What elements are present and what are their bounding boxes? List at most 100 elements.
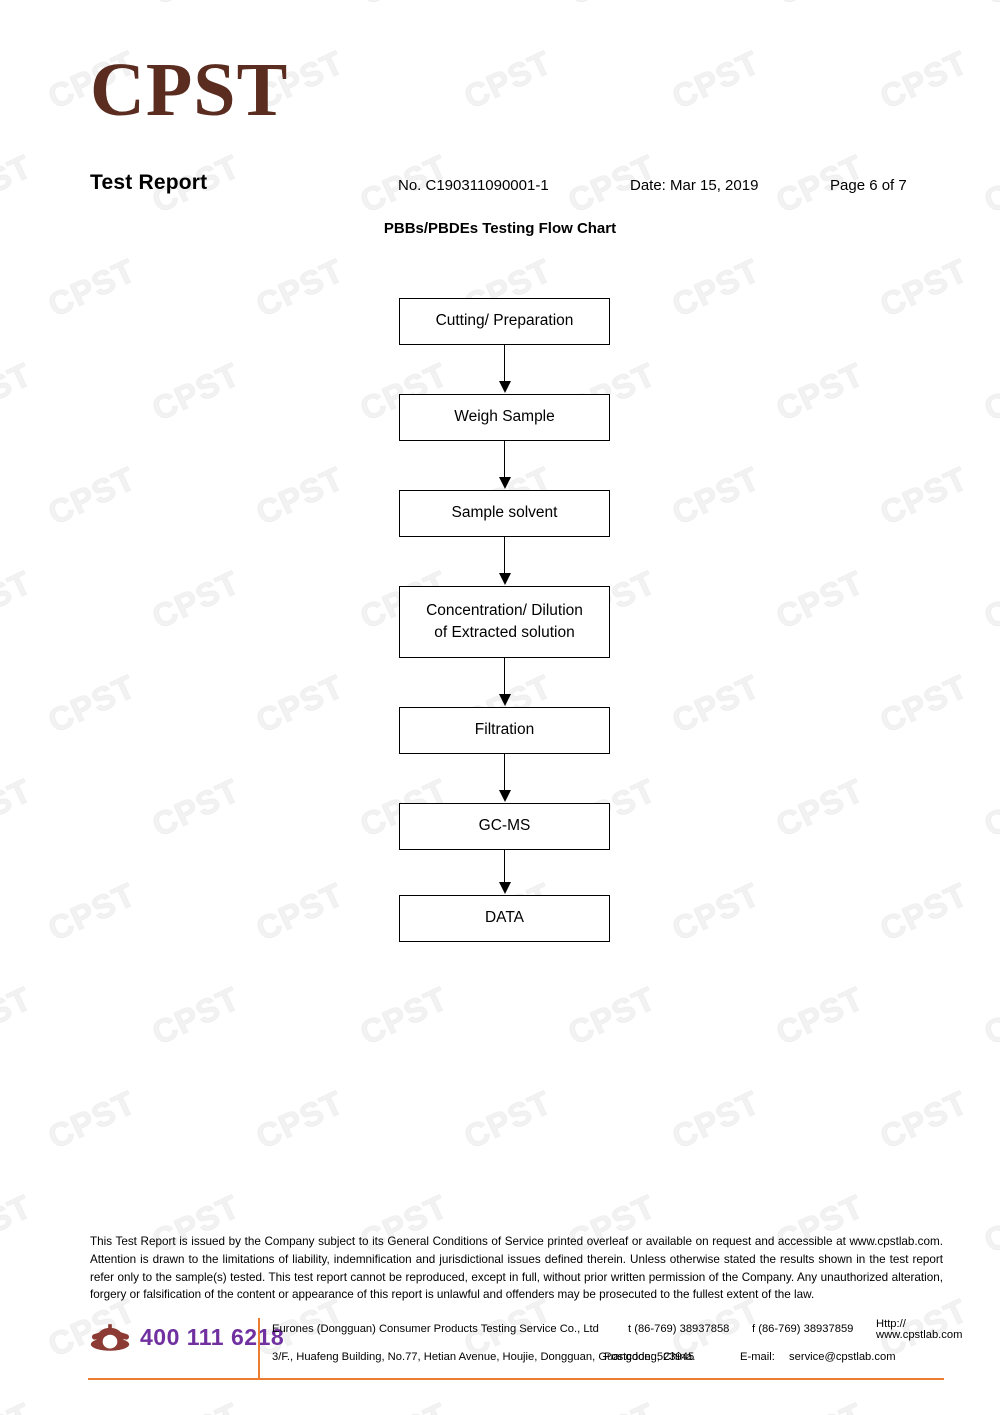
footer-vertical-divider <box>258 1318 260 1378</box>
flow-arrow-icon <box>399 441 610 490</box>
flow-step-label: GC-MS <box>478 817 531 835</box>
watermark-text: CPST <box>874 667 974 740</box>
flow-arrow-icon <box>399 345 610 394</box>
report-date: Date: Mar 15, 2019 <box>630 177 759 194</box>
watermark-text: CPST <box>978 563 1000 636</box>
watermark-text: CPST <box>770 771 870 844</box>
email-address[interactable]: service@cpstlab.com <box>789 1351 896 1364</box>
watermark-text: CPST <box>562 979 662 1052</box>
disclaimer-text: This Test Report is issued by the Compan… <box>90 1235 943 1302</box>
hotline-number: 400 111 6218 <box>140 1323 285 1350</box>
flow-step-label-line2: of Extracted solution <box>434 624 575 641</box>
watermark-text: CPST <box>770 563 870 636</box>
cpst-logo: CPST <box>90 48 289 132</box>
watermark-text: CPST <box>874 1083 974 1156</box>
watermark-text: CPST <box>770 355 870 428</box>
watermark-text: CPST <box>666 875 766 948</box>
watermark-text: CPST <box>770 0 870 13</box>
hotline-block: 400 111 6218 <box>88 1322 284 1352</box>
footer-row-address: 3/F., Huafeng Building, No.77, Hetian Av… <box>272 1344 944 1372</box>
flow-step-label: DATA <box>484 909 525 927</box>
watermark-text: CPST <box>42 667 142 740</box>
company-name: Eurones (Dongguan) Consumer Products Tes… <box>272 1323 599 1336</box>
footer-contact-info: Eurones (Dongguan) Consumer Products Tes… <box>272 1316 962 1372</box>
watermark-text: CPST <box>42 251 142 324</box>
flow-chart-title: PBBs/PBDEs Testing Flow Chart <box>383 220 617 237</box>
watermark-text: CPST <box>666 43 766 116</box>
watermark-text: CPST <box>250 667 350 740</box>
watermark-text: CPST <box>770 1395 870 1415</box>
watermark-text: CPST <box>146 355 246 428</box>
watermark-text: CPST <box>562 1395 662 1415</box>
flow-step-label: Cutting/ Preparation <box>435 312 574 330</box>
watermark-text: CPST <box>0 1187 38 1260</box>
flow-step-gc-ms: GC-MS <box>399 803 610 850</box>
watermark-text: CPST <box>978 0 1000 13</box>
watermark-text: CPST <box>562 0 662 13</box>
flow-step-data: DATA <box>399 895 610 942</box>
flow-step-label-line1: Concentration/ Dilution <box>426 601 583 619</box>
watermark-text: CPST <box>0 979 38 1052</box>
flow-arrow-icon <box>399 658 610 707</box>
telephone-value: t (86-769) 38937858 <box>628 1323 730 1336</box>
company-address: 3/F., Huafeng Building, No.77, Hetian Av… <box>272 1351 696 1364</box>
flow-arrow-icon <box>399 850 610 895</box>
watermark-text: CPST <box>146 1395 246 1415</box>
watermark-text: CPST <box>0 0 38 13</box>
footer-row-company: Eurones (Dongguan) Consumer Products Tes… <box>272 1316 962 1344</box>
watermark-text: CPST <box>146 771 246 844</box>
watermark-text: CPST <box>354 1395 454 1415</box>
flow-step-weigh-sample: Weigh Sample <box>399 394 610 441</box>
flow-arrow-icon <box>399 537 610 586</box>
flow-step-filtration: Filtration <box>399 707 610 754</box>
watermark-text: CPST <box>250 459 350 532</box>
watermark-text: CPST <box>146 979 246 1052</box>
flow-chart: Cutting/ Preparation Weigh Sample Sample… <box>399 298 610 942</box>
watermark-text: CPST <box>250 251 350 324</box>
watermark-text: CPST <box>666 251 766 324</box>
page-footer: 400 111 6218 Eurones (Dongguan) Consumer… <box>88 1316 962 1384</box>
flow-step-label: Weigh Sample <box>454 408 555 426</box>
watermark-text: CPST <box>666 1083 766 1156</box>
website-link[interactable]: Http:// www.cpstlab.com <box>876 1317 963 1341</box>
watermark-text: CPST <box>978 1395 1000 1415</box>
watermark-text: CPST <box>0 355 38 428</box>
watermark-text: CPST <box>666 667 766 740</box>
flow-arrow-icon <box>399 754 610 803</box>
watermark-text: CPST <box>250 1083 350 1156</box>
watermark-text: CPST <box>0 1395 38 1415</box>
watermark-text: CPST <box>874 875 974 948</box>
email-block: E-mail: service@cpstlab.com <box>740 1352 896 1363</box>
watermark-text: CPST <box>42 1083 142 1156</box>
watermark-text: CPST <box>874 459 974 532</box>
email-label: E-mail: <box>740 1351 775 1364</box>
watermark-text: CPST <box>978 355 1000 428</box>
postcode-value: Postcode: 523945 <box>604 1351 695 1364</box>
report-number: No. C190311090001-1 <box>398 177 549 194</box>
watermark-text: CPST <box>146 563 246 636</box>
watermark-text: CPST <box>458 1083 558 1156</box>
watermark-text: CPST <box>458 43 558 116</box>
watermark-text: CPST <box>874 43 974 116</box>
watermark-text: CPST <box>42 459 142 532</box>
watermark-text: CPST <box>146 0 246 13</box>
watermark-text: CPST <box>0 147 38 220</box>
flow-step-concentration-dilution: Concentration/ Dilution of Extracted sol… <box>399 586 610 658</box>
watermark-text: CPST <box>978 979 1000 1052</box>
watermark-text: CPST <box>250 875 350 948</box>
watermark-text: CPST <box>978 147 1000 220</box>
flow-step-label: Sample solvent <box>451 504 558 522</box>
page-indicator: Page 6 of 7 <box>830 177 907 194</box>
watermark-text: CPST <box>978 1187 1000 1260</box>
watermark-text: CPST <box>354 0 454 13</box>
flow-step-label: Filtration <box>474 721 535 739</box>
watermark-text: CPST <box>0 563 38 636</box>
watermark-text: CPST <box>0 771 38 844</box>
telephone-icon <box>90 1324 130 1351</box>
watermark-text: CPST <box>978 771 1000 844</box>
watermark-text: CPST <box>770 979 870 1052</box>
watermark-text: CPST <box>354 979 454 1052</box>
watermark-text: CPST <box>874 251 974 324</box>
page-title: Test Report <box>90 171 208 194</box>
